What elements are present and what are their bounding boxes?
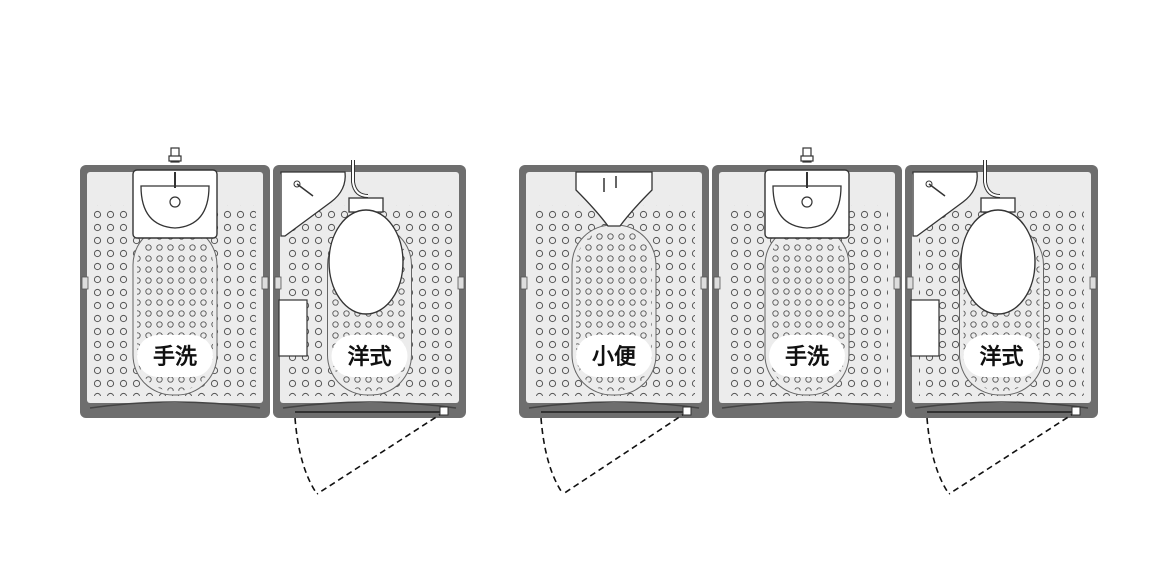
door-swing-icon	[294, 406, 449, 495]
unit-label-toilet-1: 洋式	[331, 335, 408, 377]
unit-toilet-2: 洋式	[905, 160, 1098, 495]
unit-sink-2: 手洗	[712, 147, 902, 418]
toilet-icon	[278, 160, 404, 357]
unit-urinal-1: 小便	[519, 165, 709, 495]
door-swing-icon	[540, 406, 692, 495]
unit-label-urinal-1: 小便	[576, 335, 652, 377]
unit-label-sink-2: 手洗	[769, 335, 845, 377]
unit-label-sink-1: 手洗	[137, 335, 213, 377]
unit-sink-1: 手洗	[80, 147, 270, 418]
urinal-icon	[575, 171, 653, 227]
toilet-icon	[910, 160, 1036, 357]
unit-label-text: 手洗	[785, 345, 829, 370]
sink-icon	[132, 147, 218, 239]
sink-icon	[764, 147, 850, 239]
unit-label-text: 手洗	[153, 345, 197, 370]
unit-label-toilet-2: 洋式	[963, 335, 1040, 377]
unit-toilet-1: 洋式	[273, 160, 466, 495]
unit-label-text: 小便	[592, 345, 637, 370]
unit-label-text: 洋式	[979, 344, 1023, 370]
unit-label-text: 洋式	[347, 344, 391, 370]
door-swing-icon	[926, 406, 1081, 495]
